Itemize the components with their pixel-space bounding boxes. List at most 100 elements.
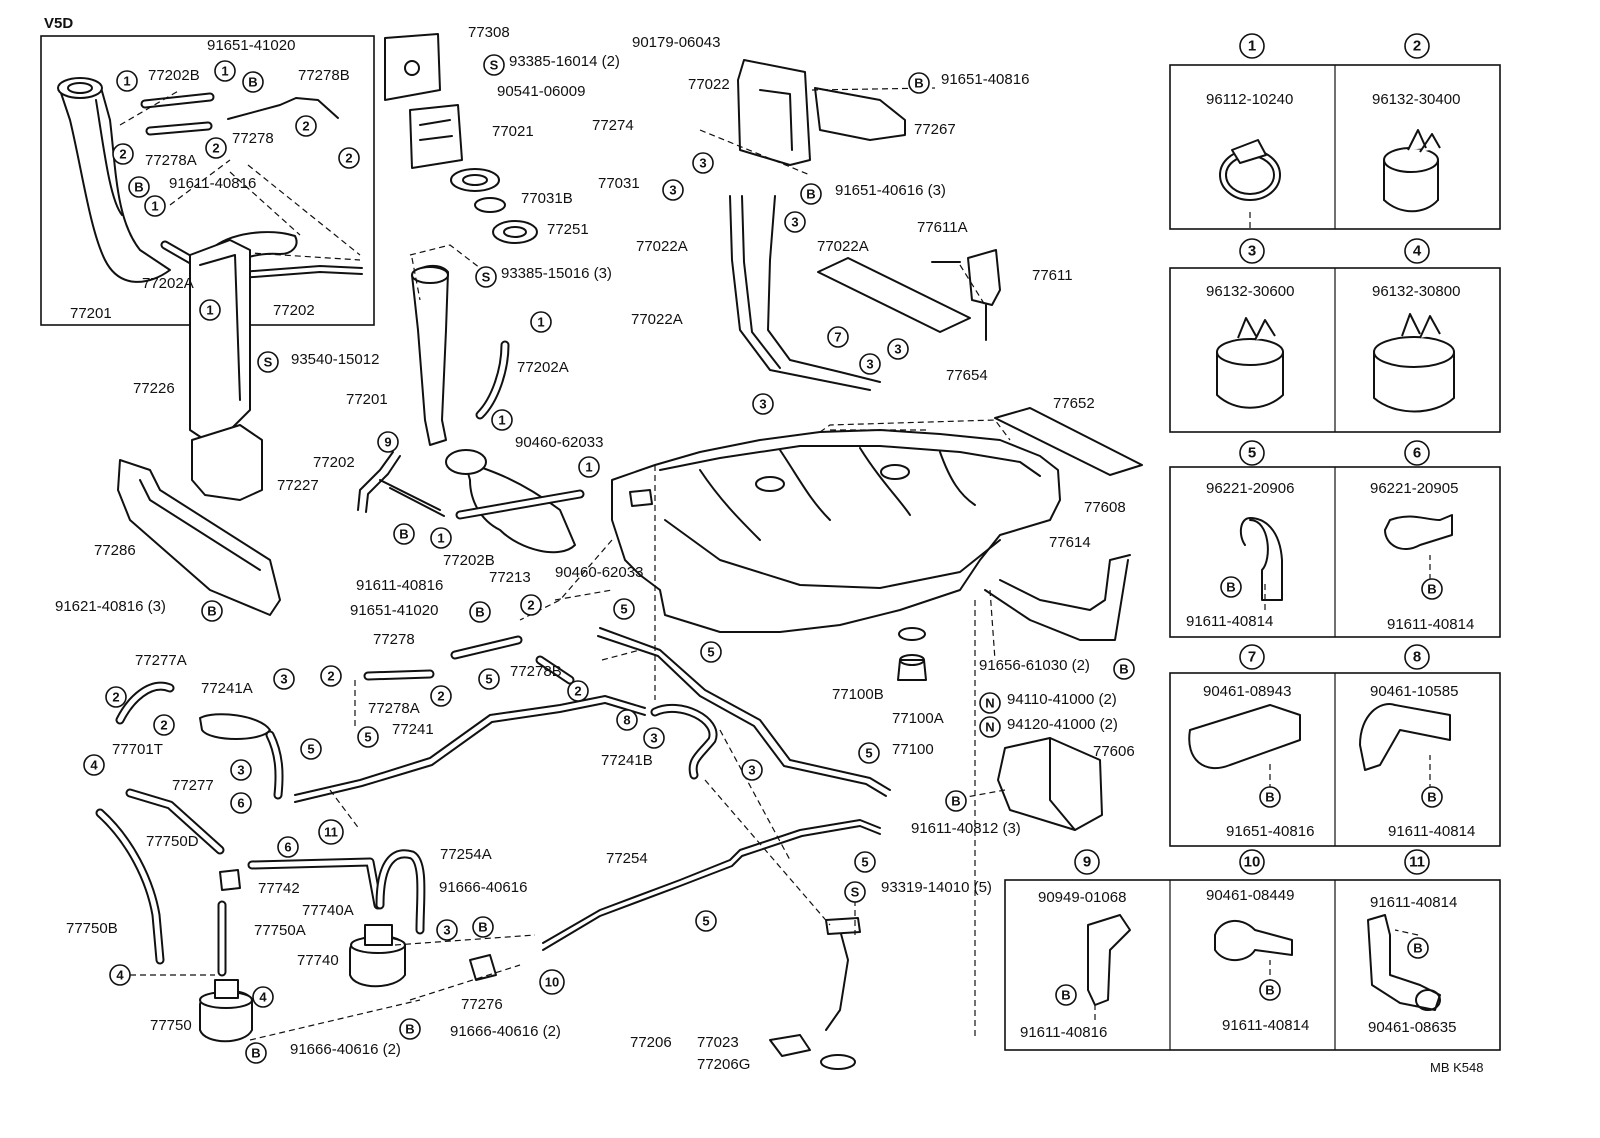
panel-number: 8 bbox=[1413, 649, 1421, 666]
callout-symbol: S bbox=[490, 58, 499, 73]
panel-bolt-number: 91611-40816 bbox=[1020, 1024, 1107, 1041]
callout-S: S bbox=[483, 54, 505, 76]
callout-3: 3 bbox=[784, 211, 806, 233]
callout-circle bbox=[393, 523, 415, 545]
callout-5: 5 bbox=[700, 641, 722, 663]
callout-symbol: 7 bbox=[834, 330, 841, 345]
panel-number-circle bbox=[1404, 849, 1430, 875]
callout-2: 2 bbox=[205, 137, 227, 159]
callout-6: 6 bbox=[277, 836, 299, 858]
callout-symbol: 3 bbox=[894, 342, 901, 357]
callout-circle bbox=[105, 686, 127, 708]
part-label: 77654 bbox=[946, 367, 988, 384]
bolt-callout-symbol: B bbox=[1265, 790, 1274, 805]
part-label: 77254 bbox=[606, 850, 648, 867]
callout-N: N bbox=[979, 716, 1001, 738]
part-label: 90541-06009 bbox=[497, 83, 585, 100]
part-label: 77100B bbox=[832, 686, 884, 703]
callout-symbol: 4 bbox=[116, 968, 124, 983]
panel-bolt-number: 90461-08635 bbox=[1368, 1019, 1456, 1036]
part-label: 91666-40616 bbox=[439, 879, 527, 896]
callout-symbol: B bbox=[806, 187, 815, 202]
callout-circle bbox=[741, 759, 763, 781]
callout-circle bbox=[295, 115, 317, 137]
part-label: 91651-41020 bbox=[350, 602, 438, 619]
part-label: 93540-15012 bbox=[291, 351, 379, 368]
callout-circle bbox=[205, 137, 227, 159]
callout-symbol: 5 bbox=[707, 645, 714, 660]
callout-2: 2 bbox=[295, 115, 317, 137]
callout-circle bbox=[539, 969, 565, 995]
callout-5: 5 bbox=[357, 726, 379, 748]
bolt-callout-circle bbox=[1407, 937, 1429, 959]
panel-part-number: 96132-30800 bbox=[1372, 283, 1460, 300]
inset-label: 91651-41020 bbox=[207, 37, 295, 54]
part-label: 91651-40816 bbox=[941, 71, 1029, 88]
callout-symbol: 3 bbox=[650, 731, 657, 746]
callout-circle bbox=[483, 54, 505, 76]
callout-circle bbox=[436, 919, 458, 941]
callout-5: 5 bbox=[478, 668, 500, 690]
callout-circle bbox=[662, 179, 684, 201]
callout-symbol: 2 bbox=[574, 684, 581, 699]
panel-number-circle bbox=[1404, 644, 1430, 670]
part-label: 77608 bbox=[1084, 499, 1126, 516]
callout-B: B bbox=[242, 71, 264, 93]
callout-symbol: S bbox=[482, 270, 491, 285]
callout-circle bbox=[257, 351, 279, 373]
callout-circle bbox=[357, 726, 379, 748]
callout-2: 2 bbox=[153, 714, 175, 736]
callout-circle bbox=[692, 152, 714, 174]
callout-S: S bbox=[844, 881, 866, 903]
callout-2: 2 bbox=[105, 686, 127, 708]
callout-1: 1 bbox=[530, 311, 552, 333]
callout-3: 3 bbox=[643, 727, 665, 749]
panel-number: 10 bbox=[1244, 854, 1261, 871]
panel-number-circle bbox=[1239, 238, 1265, 264]
callout-symbol: 3 bbox=[280, 672, 287, 687]
callout-symbol: 6 bbox=[237, 796, 244, 811]
callout-symbol: 2 bbox=[327, 669, 334, 684]
callout-symbol: 1 bbox=[206, 303, 213, 318]
panel-number: 6 bbox=[1413, 445, 1421, 462]
panel-number: 5 bbox=[1248, 445, 1256, 462]
part-label: 77750 bbox=[150, 1017, 192, 1034]
callout-circle bbox=[478, 668, 500, 690]
part-label: 93385-16014 (2) bbox=[509, 53, 620, 70]
callout-circle bbox=[245, 1042, 267, 1064]
callout-symbol: 11 bbox=[324, 825, 338, 840]
callout-B: B bbox=[128, 176, 150, 198]
inset-label: 77202 bbox=[273, 302, 315, 319]
panel-part-number: 96132-30600 bbox=[1206, 283, 1294, 300]
bolt-callout-symbol: B bbox=[1427, 582, 1436, 597]
bolt-callout-symbol: B bbox=[1413, 941, 1422, 956]
callout-circle bbox=[320, 665, 342, 687]
inset-label: 77202A bbox=[142, 275, 194, 292]
callout-circle bbox=[472, 916, 494, 938]
callout-circle bbox=[230, 759, 252, 781]
part-label: 77226 bbox=[133, 380, 175, 397]
callout-2: 2 bbox=[320, 665, 342, 687]
callout-S: S bbox=[257, 351, 279, 373]
clamp-panels bbox=[1004, 64, 1501, 1051]
part-label: 77278A bbox=[368, 700, 420, 717]
callout-symbol: 1 bbox=[537, 315, 544, 330]
callout-B: B bbox=[399, 1018, 421, 1040]
callout-symbol: 2 bbox=[527, 598, 534, 613]
callout-1: 1 bbox=[491, 409, 513, 431]
panel-part-number: 96221-20905 bbox=[1370, 480, 1458, 497]
callout-circle bbox=[700, 641, 722, 663]
panel-part-number: 96132-30400 bbox=[1372, 91, 1460, 108]
panel-number: 2 bbox=[1413, 38, 1421, 55]
callout-circle bbox=[859, 353, 881, 375]
panel-bolt-number: 91611-40814 bbox=[1186, 613, 1273, 630]
callout-symbol: N bbox=[985, 696, 994, 711]
callout-symbol: B bbox=[1119, 662, 1128, 677]
bolt-callout-circle bbox=[1220, 576, 1242, 598]
callout-2: 2 bbox=[567, 680, 589, 702]
part-label: 77021 bbox=[492, 123, 534, 140]
